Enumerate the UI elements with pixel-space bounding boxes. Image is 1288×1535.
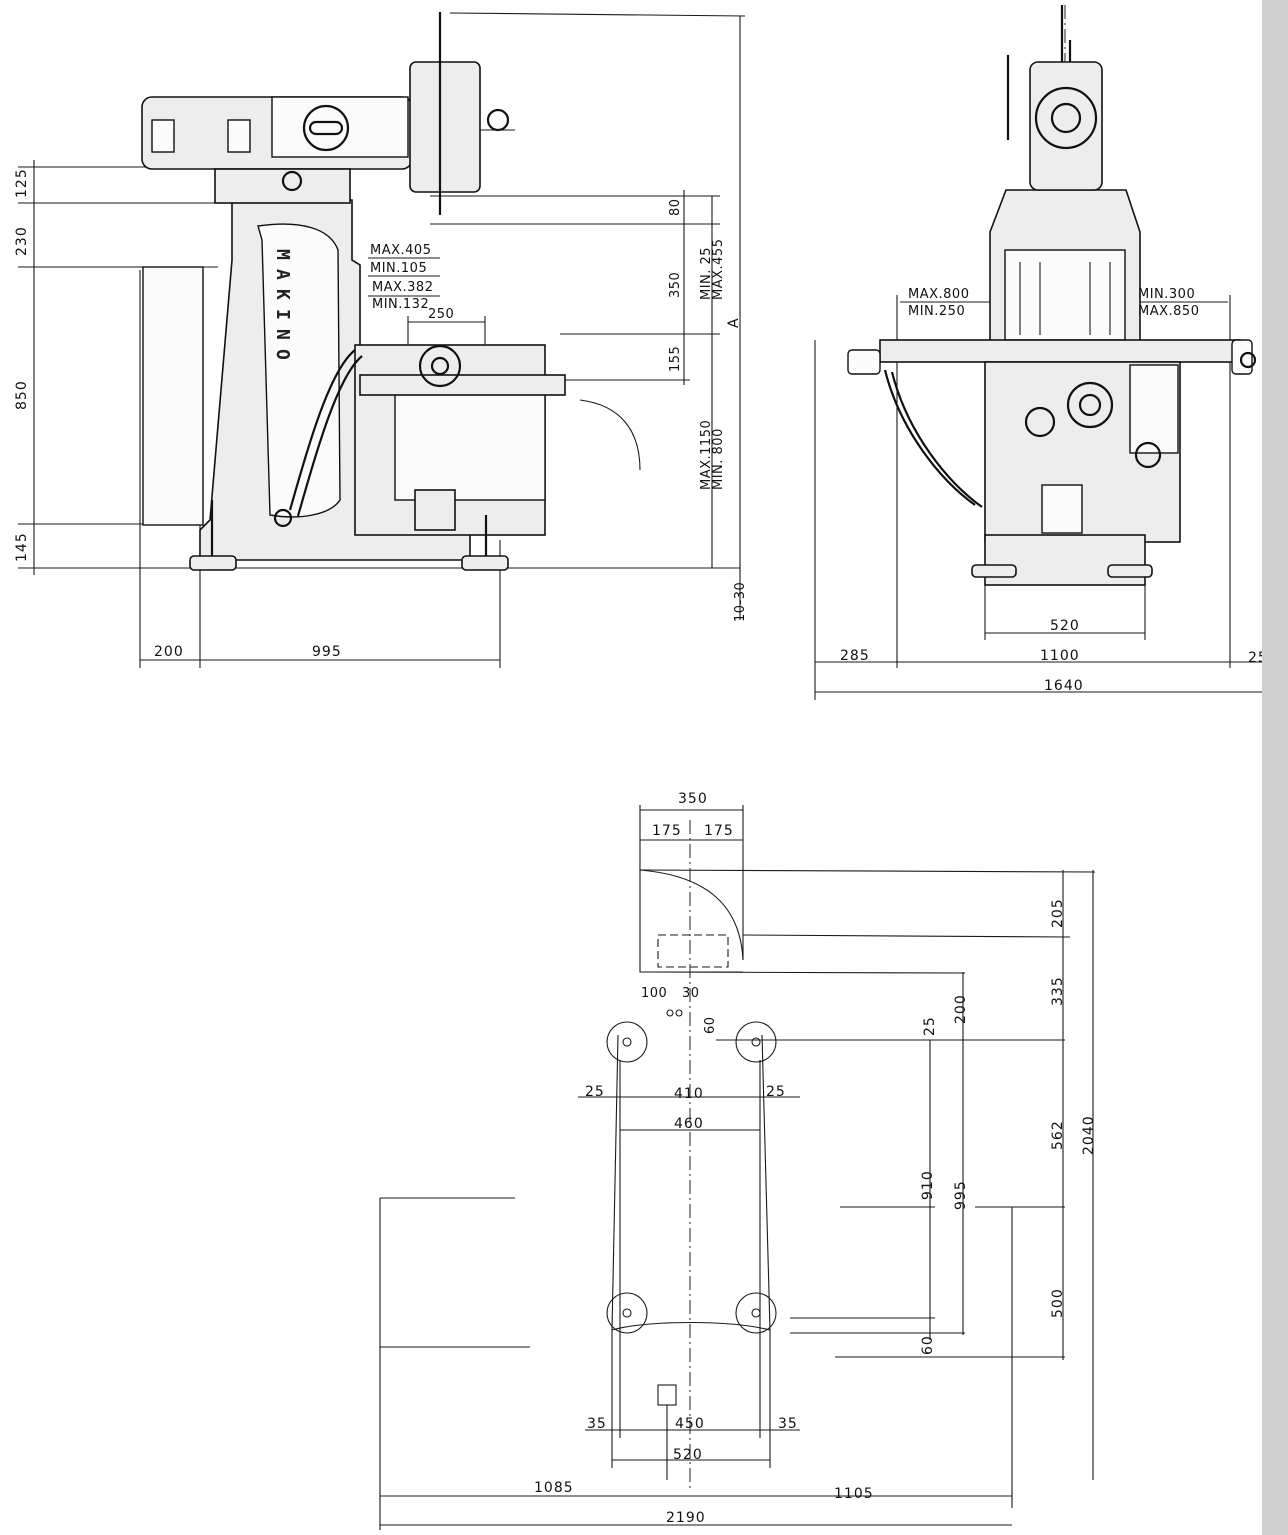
dim-285: 285	[840, 648, 870, 664]
brand-letter: A	[272, 269, 293, 280]
dim-2040: 2040	[1081, 1115, 1097, 1155]
dim-995: 995	[312, 644, 342, 660]
dim-25-side: 25	[922, 1016, 938, 1036]
head-min: MIN. 25	[699, 247, 714, 300]
dim-35-right: 35	[778, 1416, 798, 1432]
dim-350: 350	[678, 791, 708, 807]
dim-175-right: 175	[704, 823, 734, 839]
dim-60-top: 60	[703, 1016, 718, 1034]
dim-500: 500	[1050, 1288, 1066, 1318]
dim-450: 450	[675, 1416, 705, 1432]
dim-125: 125	[14, 168, 30, 198]
dim-995: 995	[953, 1180, 969, 1210]
dim-460: 460	[674, 1116, 704, 1132]
dim-562: 562	[1050, 1120, 1066, 1150]
dim-155: 155	[668, 346, 683, 372]
dim-520-front: 520	[1050, 618, 1080, 634]
dim-100: 100	[641, 986, 667, 1001]
dim-205: 205	[1050, 898, 1066, 928]
dim-10-30: 10-30	[733, 582, 748, 622]
dim-1105: 1105	[834, 1486, 874, 1502]
dim-145: 145	[14, 532, 30, 562]
overall-height-a: A	[726, 317, 742, 328]
dim-1640: 1640	[1044, 678, 1084, 694]
dim-520-rear: 520	[673, 1447, 703, 1463]
ram-max: MAX.405	[370, 243, 431, 258]
dim-30: 30	[682, 986, 700, 1001]
dim-80: 80	[668, 198, 683, 216]
right-travel-min: MIN.300	[1138, 287, 1195, 302]
brand-letter: O	[272, 349, 293, 360]
ram-min: MIN.105	[370, 261, 427, 276]
side-view: M A K I N O 125 230 850 145 10-30 200 99…	[14, 12, 748, 668]
brand-letter: M	[272, 249, 293, 260]
dim-410: 410	[674, 1086, 704, 1102]
dim-250: 250	[428, 307, 454, 322]
plan-view: 350 175 175 100 30 60 25 410 25 460 25 2…	[379, 791, 1097, 1530]
left-travel-max: MAX.800	[908, 287, 969, 302]
knee-min: MIN.132	[372, 297, 429, 312]
brand-letter: I	[272, 309, 293, 320]
dim-350: 350	[668, 272, 683, 298]
dim-25-right: 25	[766, 1084, 786, 1100]
dim-230: 230	[14, 226, 30, 256]
dim-1100: 1100	[1040, 648, 1080, 664]
table-min: MIN. 800	[711, 428, 726, 490]
dim-175-left: 175	[652, 823, 682, 839]
dim-850: 850	[14, 380, 30, 410]
dim-35-left: 35	[587, 1416, 607, 1432]
knee-max: MAX.382	[372, 280, 433, 295]
dim-200: 200	[154, 644, 184, 660]
front-view: MAX.800 MIN.250 MIN.300 MAX.850 520 285 …	[814, 5, 1277, 700]
table-max: MAX.1150	[699, 420, 714, 490]
dim-60-bottom: 60	[920, 1335, 936, 1355]
dim-1085: 1085	[534, 1480, 574, 1496]
left-travel-min: MIN.250	[908, 304, 965, 319]
brand-letter: N	[272, 329, 293, 340]
dim-200: 200	[953, 994, 969, 1024]
dim-910: 910	[920, 1170, 936, 1200]
head-max: MAX.455	[711, 239, 726, 300]
brand-letter: K	[272, 289, 293, 300]
right-travel-max: MAX.850	[1138, 304, 1199, 319]
dim-335: 335	[1050, 976, 1066, 1006]
dim-2190: 2190	[666, 1510, 706, 1526]
dim-25-left: 25	[585, 1084, 605, 1100]
scan-edge	[1262, 0, 1288, 1535]
